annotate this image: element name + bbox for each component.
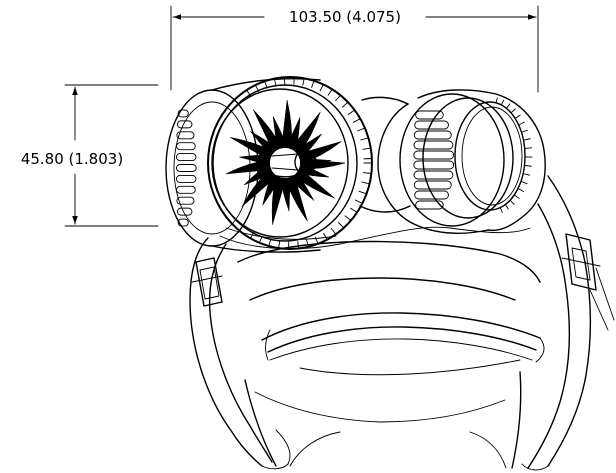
bezel-tick bbox=[350, 207, 358, 213]
battery-tooth bbox=[523, 138, 531, 141]
lamp-groove bbox=[175, 164, 197, 172]
bulb bbox=[267, 146, 317, 178]
bezel-tick bbox=[246, 89, 252, 97]
bezel-tick bbox=[258, 235, 263, 244]
battery-groove bbox=[413, 150, 455, 160]
battery-tooth bbox=[510, 108, 516, 114]
bezel-tick bbox=[264, 80, 268, 89]
battery-tooth bbox=[505, 103, 511, 109]
battery-tooth bbox=[522, 173, 531, 176]
battery-tooth bbox=[518, 121, 525, 126]
bezel-knurl-ticks bbox=[246, 76, 373, 250]
bezel-tick bbox=[354, 199, 363, 204]
bezel-tick bbox=[362, 172, 372, 174]
bezel-tick bbox=[338, 222, 345, 229]
battery-groove bbox=[414, 120, 449, 130]
battery-groove bbox=[413, 180, 452, 190]
bezel-tick bbox=[306, 239, 309, 248]
battery-tooth bbox=[500, 99, 505, 106]
battery-tooth bbox=[524, 164, 532, 167]
battery-cap-grooves bbox=[413, 110, 455, 210]
battery-tooth bbox=[495, 97, 498, 104]
bezel-tick bbox=[314, 236, 319, 245]
bezel-tick bbox=[335, 94, 341, 102]
head-strap bbox=[189, 175, 592, 471]
bezel-tick bbox=[268, 238, 272, 247]
bezel-tick bbox=[352, 118, 361, 123]
battery-groove bbox=[415, 110, 444, 120]
bezel-tick bbox=[297, 241, 300, 249]
lamp-groove bbox=[176, 207, 193, 216]
bezel-tick bbox=[341, 101, 349, 108]
bezel-tick bbox=[273, 78, 277, 86]
battery-groove bbox=[413, 170, 454, 180]
right-buckle bbox=[561, 233, 615, 331]
battery-tooth bbox=[524, 147, 533, 149]
bezel-tick bbox=[323, 232, 328, 241]
battery-tooth bbox=[521, 129, 529, 133]
bezel-tick bbox=[254, 84, 260, 92]
bezel-tick bbox=[357, 127, 366, 132]
width-dimension-label: 103.50 (4.075) bbox=[289, 8, 401, 26]
battery-housing bbox=[377, 89, 546, 234]
width-dimension: 103.50 (4.075) bbox=[170, 5, 539, 93]
lamp-groove bbox=[177, 109, 189, 118]
battery-tooth bbox=[504, 204, 509, 210]
bezel-tick bbox=[330, 228, 337, 235]
bezel-tick bbox=[360, 137, 369, 141]
battery-tooth bbox=[499, 207, 503, 213]
bezel-tick bbox=[347, 109, 356, 115]
bezel-tick bbox=[362, 147, 372, 150]
height-dimension-label: 45.80 (1.803) bbox=[21, 150, 123, 168]
battery-groove bbox=[413, 130, 452, 140]
battery-tooth bbox=[514, 114, 521, 119]
battery-tooth bbox=[513, 194, 520, 199]
lamp-groove bbox=[176, 185, 196, 194]
bezel-tick bbox=[311, 80, 315, 88]
battery-groove bbox=[413, 140, 454, 150]
bezel-tick bbox=[283, 76, 286, 85]
bezel-tick bbox=[319, 83, 324, 92]
lamp-groove bbox=[176, 120, 193, 129]
left-buckle bbox=[191, 257, 223, 307]
bezel-tick bbox=[361, 181, 371, 185]
bezel-tick bbox=[344, 215, 352, 221]
bezel-tick bbox=[327, 88, 333, 96]
lamp-groove bbox=[175, 153, 197, 162]
lamp-groove bbox=[176, 196, 195, 205]
battery-tooth bbox=[517, 188, 524, 192]
battery-groove bbox=[414, 190, 449, 200]
bezel-tick bbox=[249, 231, 255, 239]
reflector bbox=[225, 99, 346, 225]
lamp-groove bbox=[175, 174, 197, 183]
bezel-tick bbox=[358, 190, 368, 195]
battery-groove bbox=[413, 160, 455, 170]
battery-tooth bbox=[509, 199, 515, 205]
lamp-bridge bbox=[219, 96, 531, 250]
bezel-tick bbox=[278, 240, 281, 249]
lamp-groove bbox=[176, 131, 195, 140]
height-dimension: 45.80 (1.803) bbox=[21, 84, 159, 227]
battery-tooth bbox=[520, 180, 528, 185]
bezel-tick bbox=[302, 77, 305, 86]
battery-cap-teeth bbox=[495, 97, 533, 213]
battery-groove bbox=[415, 200, 444, 210]
lamp-head-grooves bbox=[175, 109, 197, 227]
lamp-groove bbox=[177, 218, 189, 227]
lamp-groove bbox=[176, 142, 196, 151]
